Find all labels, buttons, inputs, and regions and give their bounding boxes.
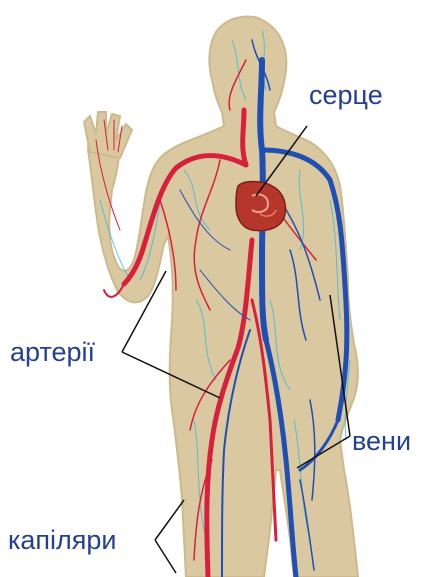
label-veins: вени [352, 428, 411, 455]
label-capillaries: капіляри [8, 527, 117, 554]
leader-capillaries [155, 500, 184, 573]
label-heart: серце [309, 82, 383, 109]
label-arteries: артерії [10, 339, 95, 366]
hand-outline [84, 112, 132, 158]
